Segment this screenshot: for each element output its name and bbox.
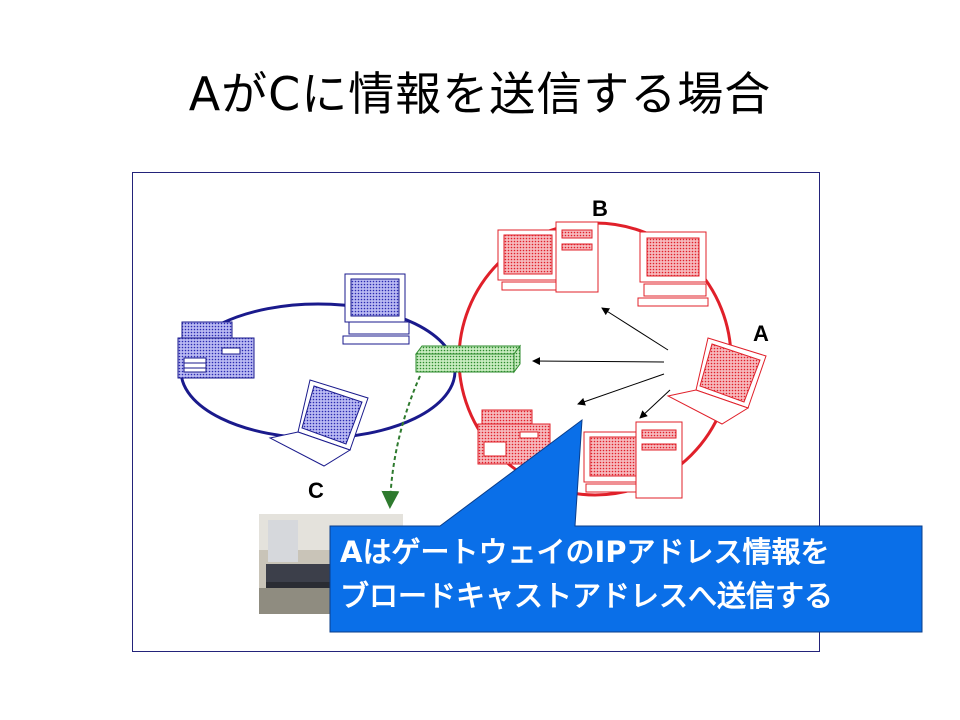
laptop-icon-a [666,337,767,425]
callout-text: AはゲートウェイのIPアドレス情報を ブロードキャストアドレスへ送信する [340,530,910,618]
broadcast-arrow [577,373,665,406]
slide-title: AがCに情報を送信する場合 [188,67,772,121]
dashed-link-arrow [381,375,421,509]
desktop-computer-icon [342,273,410,345]
callout-box [329,418,923,633]
broadcast-arrow [532,357,665,366]
printer-icon [177,321,255,379]
diagram-frame [132,172,820,652]
callout-line-2: ブロードキャストアドレスへ送信する [340,579,834,613]
laptop-icon [268,379,369,467]
label-a: A [753,321,769,346]
desktop-computer-icon-bottom [583,421,683,499]
callout-line-1: AはゲートウェイのIPアドレス情報を [340,535,830,569]
desktop-computer-icon-b [497,221,599,293]
desktop-computer-icon-right [637,231,709,307]
broadcast-arrow [639,389,671,419]
label-b: B [592,196,608,221]
network-hub-icon [415,344,521,374]
label-c: C [308,478,324,503]
broadcast-arrow [601,307,669,351]
